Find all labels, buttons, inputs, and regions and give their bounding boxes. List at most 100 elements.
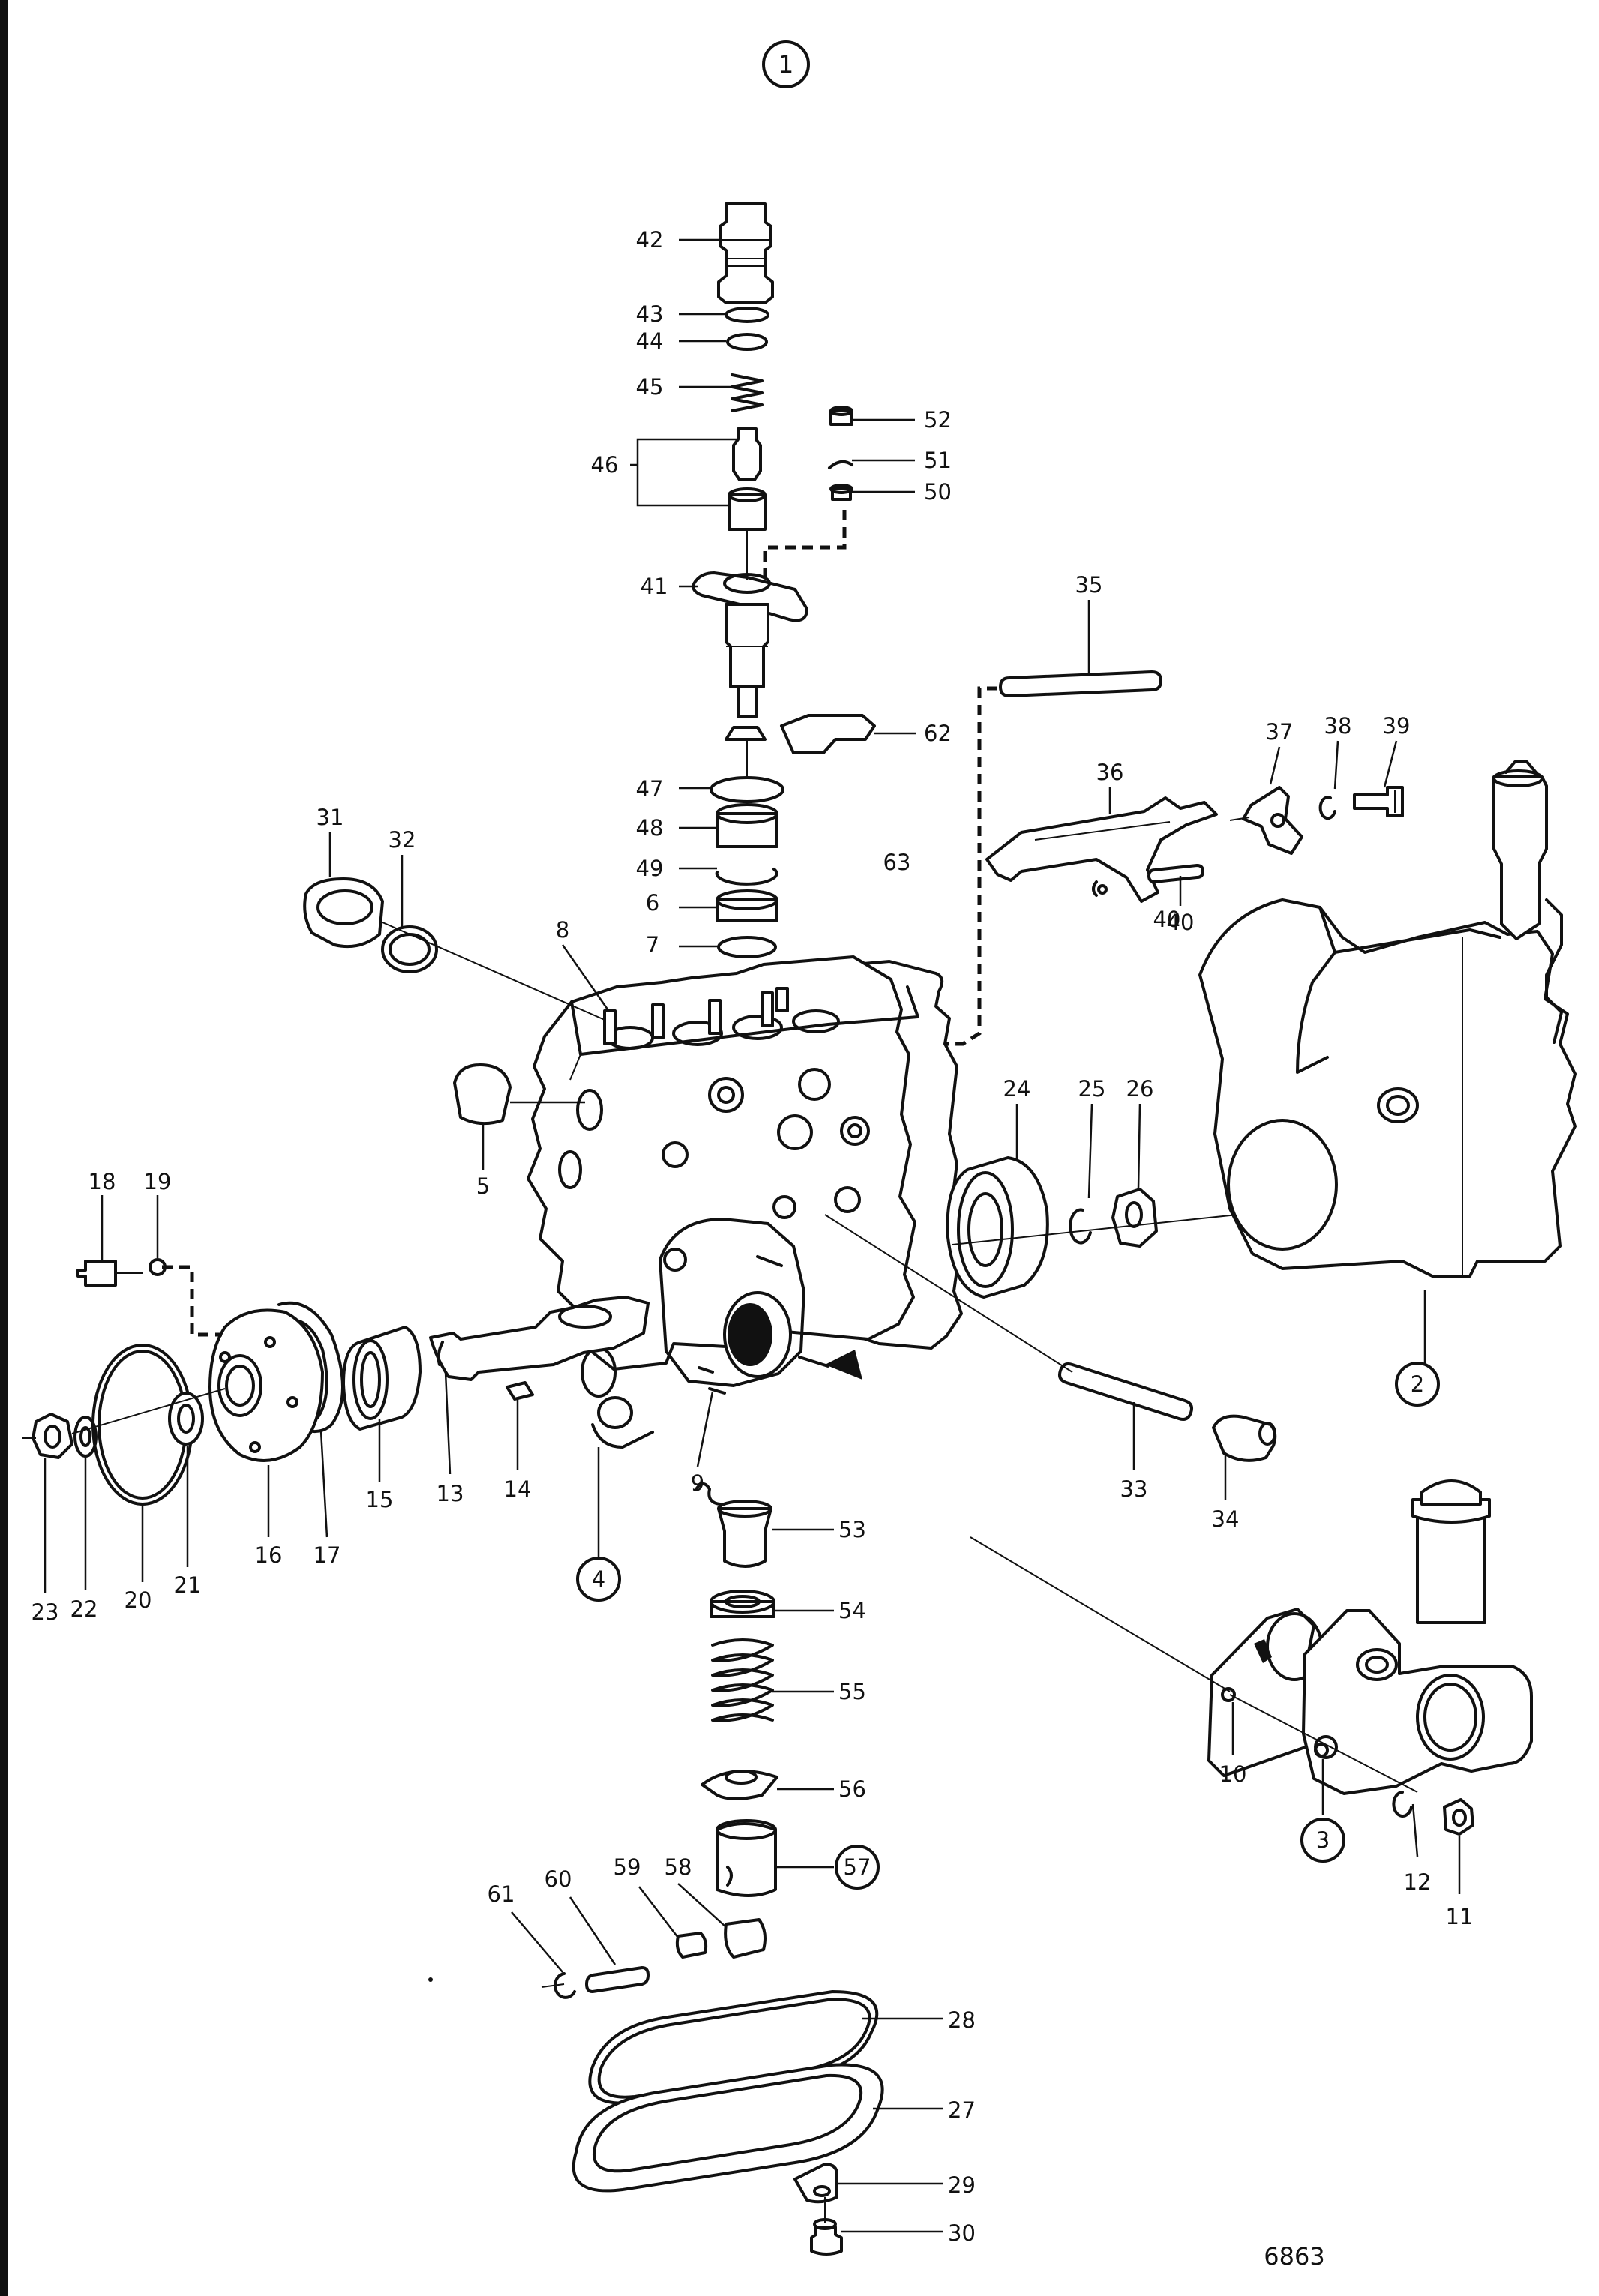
svg-text:58: 58 <box>664 1854 692 1880</box>
seal-ring-44 <box>726 333 768 351</box>
leaders-stack <box>630 238 748 948</box>
svg-text:40: 40 <box>1167 910 1195 935</box>
svg-text:23: 23 <box>32 1599 59 1625</box>
svg-text:46: 46 <box>591 452 619 478</box>
svg-text:21: 21 <box>174 1572 202 1598</box>
lever-assembly-36 <box>986 787 1218 906</box>
svg-text:11: 11 <box>1446 1904 1474 1929</box>
svg-text:52: 52 <box>924 407 952 433</box>
plug-5 <box>453 1063 585 1170</box>
group-number: 1 <box>778 50 794 79</box>
delivery-valve-46 <box>732 427 762 481</box>
svg-text:19: 19 <box>144 1169 172 1194</box>
parts-31-32 <box>303 832 609 1021</box>
svg-text:14: 14 <box>504 1476 532 1502</box>
svg-text:49: 49 <box>636 856 664 881</box>
assembly-57-label: 57 <box>844 1854 872 1880</box>
svg-text:30: 30 <box>948 2220 976 2246</box>
svg-text:5: 5 <box>476 1173 490 1199</box>
svg-text:24: 24 <box>1004 1076 1031 1102</box>
svg-text:2: 2 <box>1411 1371 1424 1397</box>
svg-text:26: 26 <box>1126 1076 1154 1102</box>
group-number-marker: 1 <box>762 40 810 88</box>
camshaft-parts <box>22 1195 650 1593</box>
svg-text:28: 28 <box>948 2007 976 2033</box>
flange-16 <box>208 1308 324 1462</box>
svg-text:34: 34 <box>1212 1506 1240 1532</box>
svg-text:6: 6 <box>646 890 659 916</box>
svg-text:9: 9 <box>691 1470 704 1496</box>
feed-pump-3 <box>970 1479 1533 1894</box>
svg-text:20: 20 <box>124 1587 152 1613</box>
assembly-markers: 2 3 4 57 <box>576 1362 1440 1880</box>
plate-62 <box>780 714 876 754</box>
pin-35 <box>940 600 1162 1046</box>
scan-edge <box>0 0 8 2296</box>
svg-text:60: 60 <box>544 1866 572 1892</box>
svg-text:8: 8 <box>556 917 569 943</box>
small-parts-50-52 <box>763 406 915 585</box>
label-40: 40 <box>1154 907 1181 932</box>
gasket-28 <box>588 1990 879 2105</box>
svg-text:32: 32 <box>388 827 416 853</box>
spring-45 <box>730 373 764 412</box>
svg-text:41: 41 <box>640 574 668 599</box>
svg-text:62: 62 <box>924 721 952 746</box>
seal-ring-43 <box>724 307 770 323</box>
valve-holder-42 <box>717 202 774 304</box>
svg-text:39: 39 <box>1383 713 1411 739</box>
svg-text:51: 51 <box>924 448 952 473</box>
parts-37-39 <box>1229 740 1404 855</box>
drawing-number: 6863 <box>1264 2242 1324 2271</box>
ring-7 <box>717 936 777 958</box>
svg-text:7: 7 <box>646 932 659 958</box>
pump-element-41 <box>692 571 808 622</box>
svg-text:17: 17 <box>314 1542 341 1568</box>
svg-text:38: 38 <box>1324 713 1352 739</box>
svg-text:44: 44 <box>636 328 664 354</box>
svg-text:61: 61 <box>488 1881 515 1907</box>
svg-text:55: 55 <box>838 1679 866 1704</box>
svg-text:37: 37 <box>1266 719 1294 745</box>
tappet-stack <box>511 1482 880 1999</box>
svg-text:48: 48 <box>636 815 664 841</box>
cover-2 <box>1198 760 1576 1365</box>
svg-text:10: 10 <box>1220 1761 1247 1787</box>
svg-text:54: 54 <box>838 1598 866 1623</box>
assembly-3-marker <box>1300 1818 1346 1863</box>
svg-text:45: 45 <box>636 374 664 400</box>
svg-text:25: 25 <box>1078 1076 1106 1102</box>
svg-text:13: 13 <box>436 1481 464 1506</box>
svg-text:22: 22 <box>70 1596 98 1622</box>
svg-text:18: 18 <box>88 1169 116 1194</box>
camshaft-13 <box>429 1296 650 1381</box>
svg-text:16: 16 <box>255 1542 283 1568</box>
svg-text:15: 15 <box>366 1487 394 1512</box>
parts-24-26 <box>946 1103 1238 1299</box>
svg-text:36: 36 <box>1096 760 1124 785</box>
assembly-2-marker <box>1395 1362 1440 1407</box>
svg-text:42: 42 <box>636 227 664 253</box>
bottom-cover <box>572 1990 944 2256</box>
svg-text:43: 43 <box>636 301 664 327</box>
ring-49 <box>715 868 778 886</box>
svg-text:56: 56 <box>838 1776 866 1802</box>
svg-text:27: 27 <box>948 2097 976 2123</box>
bearing-24 <box>946 1156 1049 1299</box>
svg-text:33: 33 <box>1120 1476 1148 1502</box>
cover-27 <box>572 2063 884 2193</box>
svg-text:35: 35 <box>1076 572 1103 598</box>
bearing-15 <box>342 1326 422 1431</box>
svg-text:29: 29 <box>948 2172 976 2198</box>
spring-55 <box>711 1638 774 1722</box>
svg-text:31: 31 <box>316 805 344 830</box>
pump-housing-4 <box>526 955 963 1449</box>
svg-text:50: 50 <box>924 479 952 505</box>
delivery-valve-stack <box>692 202 808 958</box>
studs-8 <box>603 987 789 1045</box>
part-labels: 11 12 10 5 6 7 8 9 13 14 15 16 17 18 19 … <box>32 227 1474 2246</box>
svg-text:59: 59 <box>614 1854 641 1880</box>
svg-text:53: 53 <box>838 1517 866 1542</box>
svg-text:47: 47 <box>636 776 664 802</box>
